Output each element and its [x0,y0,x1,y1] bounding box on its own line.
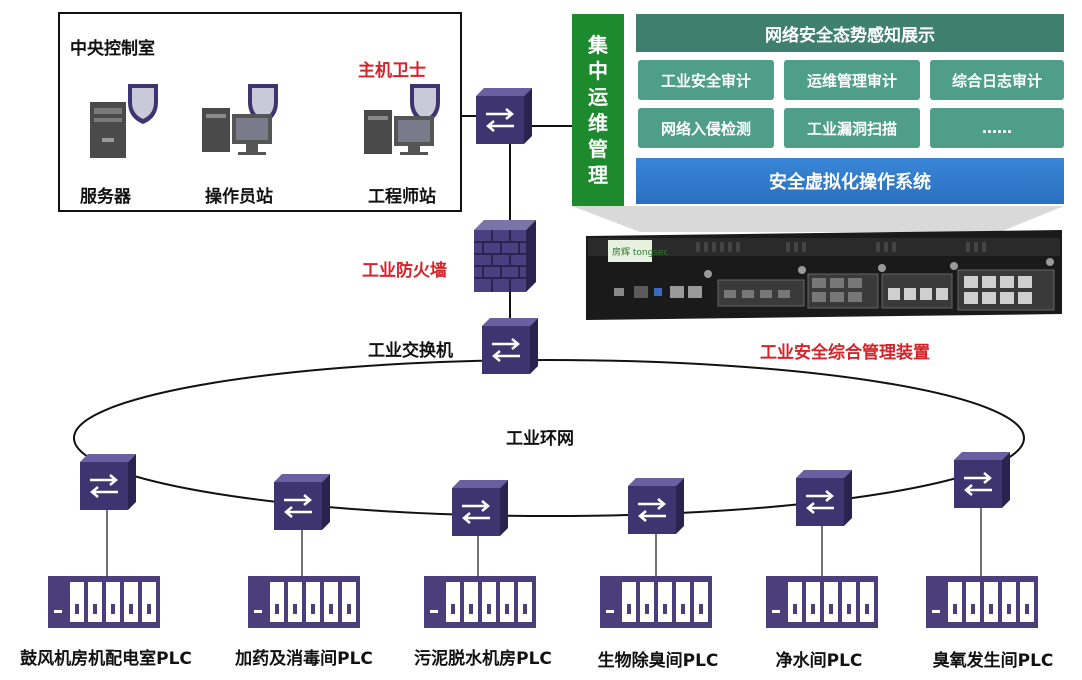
firewall-label: 工业防火墙 [362,261,447,281]
plc-2-label: 加药及消毒间PLC [235,649,373,669]
ring-network-ellipse [73,359,1025,517]
ring-switch-5-icon [796,470,852,526]
ops-char: 管 [588,137,608,161]
host-guard-label: 主机卫士 [358,61,426,81]
plc-5-icon [766,576,878,628]
management-device-icon: 房辉 tongsec [586,230,1062,320]
management-device-label: 工业安全综合管理装置 [760,343,930,363]
control-room-title: 中央控制室 [70,39,155,59]
ops-char: 理 [588,163,608,187]
plc-1-label: 鼓风机房机配电室PLC [20,649,192,669]
centralized-ops-bar: 集 中 运 维 管 理 [572,14,624,206]
plc-6-label: 臭氧发生间PLC [932,651,1054,671]
device-brand-text: 房辉 tongsec [612,246,669,258]
ring-switch-6-icon [954,452,1010,508]
ring-switch-1-icon [80,454,136,510]
tile-log-audit: 综合日志审计 [930,60,1064,100]
virtual-os-bar: 安全虚拟化操作系统 [636,158,1064,204]
operator-station-label: 操作员站 [205,187,273,207]
industrial-switch-label: 工业交换机 [368,341,453,361]
plc-1-icon [48,576,160,628]
ops-char: 维 [588,111,608,135]
ops-char: 集 [588,33,608,57]
situation-awareness-bar: 网络安全态势感知展示 [636,14,1064,52]
engineer-station-icon [364,84,440,155]
plc-6-icon [926,576,1038,628]
plc-4-icon [600,576,712,628]
ops-char: 中 [588,59,608,83]
plc-3-icon [424,576,536,628]
server-label: 服务器 [80,187,131,207]
plc-4-label: 生物除臭间PLC [597,651,719,671]
ring-switch-3-icon [452,480,508,536]
ring-switch-2-icon [274,474,330,530]
plc-2-icon [248,576,360,628]
plc-3-label: 污泥脱水机房PLC [414,649,552,669]
ring-switch-4-icon [628,478,684,534]
server-icon [90,84,158,158]
engineer-station-label: 工程师站 [368,187,436,207]
plc-5-label: 净水间PLC [775,651,863,671]
ops-char: 运 [588,85,608,109]
tile-ops-audit: 运维管理审计 [784,60,920,100]
top-switch-icon [476,88,532,144]
firewall-icon [474,220,536,292]
tile-more: …… [930,108,1064,148]
tile-intrusion-detection: 网络入侵检测 [638,108,774,148]
industrial-switch-icon [482,318,538,374]
tile-industrial-audit: 工业安全审计 [638,60,774,100]
operator-station-icon [202,84,278,155]
ring-network-label: 工业环网 [506,429,574,449]
tile-vuln-scan: 工业漏洞扫描 [784,108,920,148]
